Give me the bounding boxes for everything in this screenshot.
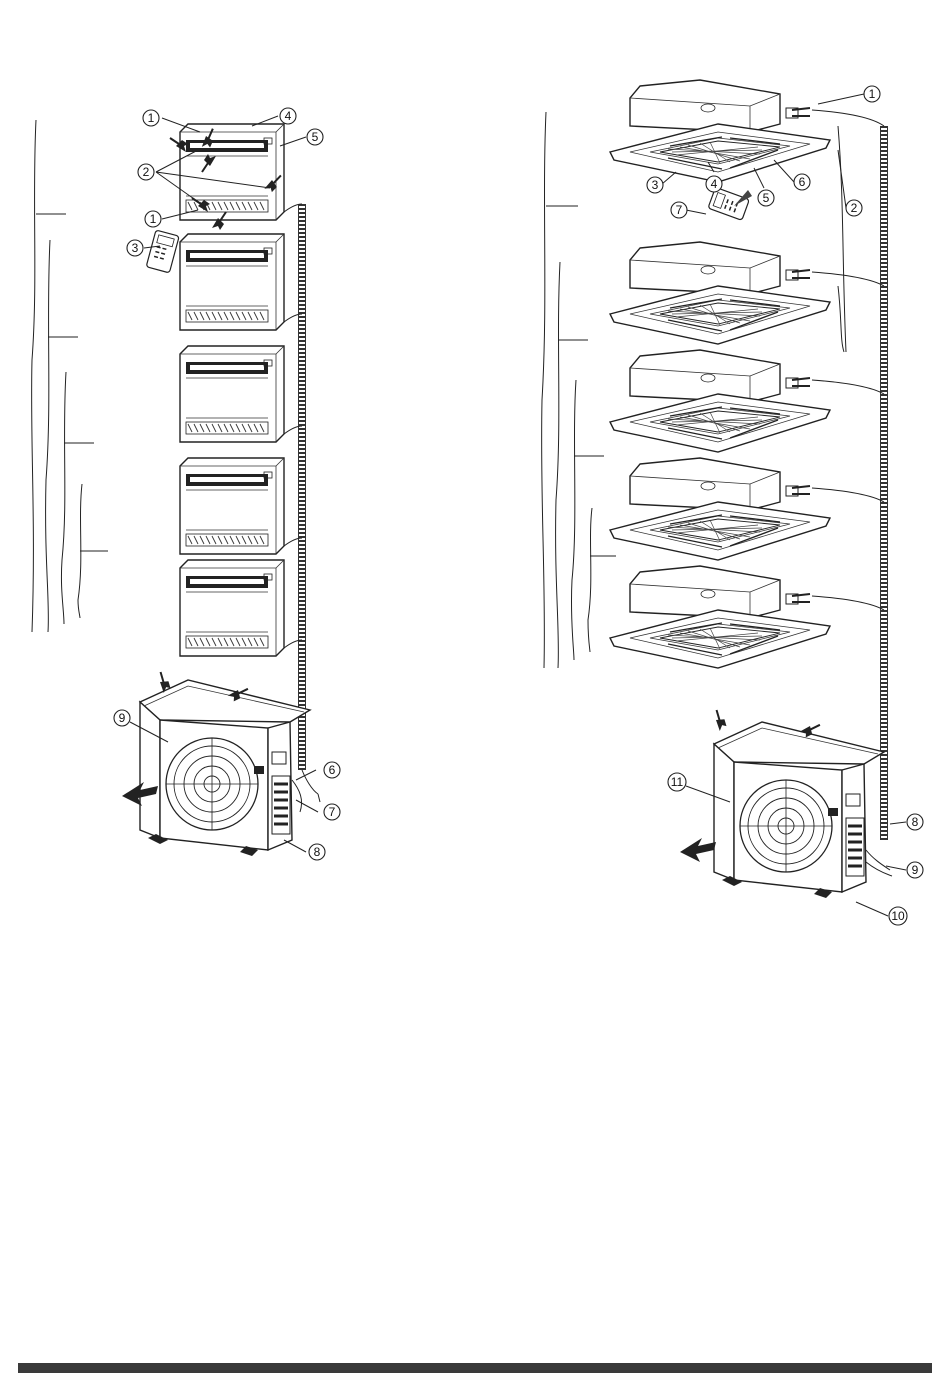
cassette-indoor-unit-5 [610, 566, 830, 668]
console-callout-2: 2 [138, 164, 154, 180]
cassette-indoor-unit-3 [610, 350, 830, 452]
console-indoor-unit-3 [180, 346, 284, 442]
footer-bar [18, 1363, 932, 1373]
console-system-diagram: 1 4 5 2 1 3 9 6 7 8 [32, 108, 340, 860]
cassette-callout-4: 4 [706, 176, 722, 192]
console-callout-1a: 1 [143, 110, 159, 126]
svg-text:2: 2 [851, 201, 858, 215]
svg-text:9: 9 [912, 863, 919, 877]
cassette-callout-11: 11 [668, 773, 686, 791]
cassette-callout-9: 9 [907, 862, 923, 878]
svg-text:1: 1 [148, 111, 155, 125]
svg-text:6: 6 [329, 763, 336, 777]
svg-text:5: 5 [763, 191, 770, 205]
console-remote-control [146, 230, 179, 273]
cassette-callout-1: 1 [864, 86, 880, 102]
console-outdoor-unit [140, 680, 310, 856]
console-callout-7: 7 [324, 804, 340, 820]
cassette-indoor-unit-4 [610, 458, 830, 560]
floor-height-line-3 [61, 372, 66, 624]
cassette-callout-10: 10 [889, 907, 907, 925]
cassette-callout-7: 7 [671, 202, 687, 218]
console-callout-3: 3 [127, 240, 143, 256]
ceiling-height-line-3 [571, 380, 576, 660]
svg-text:2: 2 [143, 165, 150, 179]
cassette-callout-3: 3 [647, 177, 663, 193]
svg-text:4: 4 [285, 109, 292, 123]
floor-height-line-2 [46, 240, 50, 632]
svg-text:7: 7 [329, 805, 336, 819]
svg-text:8: 8 [314, 845, 321, 859]
console-callout-6: 6 [324, 762, 340, 778]
svg-text:11: 11 [671, 775, 684, 789]
console-indoor-unit-1 [180, 124, 284, 220]
svg-text:4: 4 [711, 177, 718, 191]
ceiling-height-line-2 [556, 262, 560, 668]
cassette-indoor-unit-2 [610, 242, 830, 344]
svg-text:3: 3 [132, 241, 139, 255]
ceiling-height-line-4 [588, 508, 592, 652]
svg-text:1: 1 [869, 87, 876, 101]
cassette-callout-5: 5 [758, 190, 774, 206]
console-callout-4: 4 [280, 108, 296, 124]
svg-text:10: 10 [891, 909, 905, 923]
console-indoor-unit-4 [180, 458, 284, 554]
svg-text:1: 1 [150, 212, 157, 226]
svg-text:8: 8 [912, 815, 919, 829]
svg-text:5: 5 [312, 130, 319, 144]
console-callout-5: 5 [307, 129, 323, 145]
svg-text:7: 7 [676, 203, 683, 217]
svg-text:9: 9 [119, 711, 126, 725]
svg-text:3: 3 [652, 178, 659, 192]
cassette-outdoor-unit [714, 722, 884, 898]
console-indoor-unit-5 [180, 560, 284, 656]
cassette-outdoor-air-out-arrow [680, 838, 716, 862]
console-callout-8: 8 [309, 844, 325, 860]
cassette-callout-2: 2 [846, 200, 862, 216]
cassette-indoor-unit-1 [610, 80, 830, 182]
console-callout-1b: 1 [145, 211, 161, 227]
floor-height-line-1 [32, 120, 36, 632]
svg-text:6: 6 [799, 175, 806, 189]
console-callout-9: 9 [114, 710, 130, 726]
ceiling-height-line-1 [542, 112, 546, 668]
cassette-system-diagram: 1 2 3 4 5 6 7 11 8 9 10 [542, 80, 923, 925]
console-indoor-unit-2 [180, 234, 284, 330]
cassette-callout-6: 6 [794, 174, 810, 190]
cassette-callout-8: 8 [907, 814, 923, 830]
